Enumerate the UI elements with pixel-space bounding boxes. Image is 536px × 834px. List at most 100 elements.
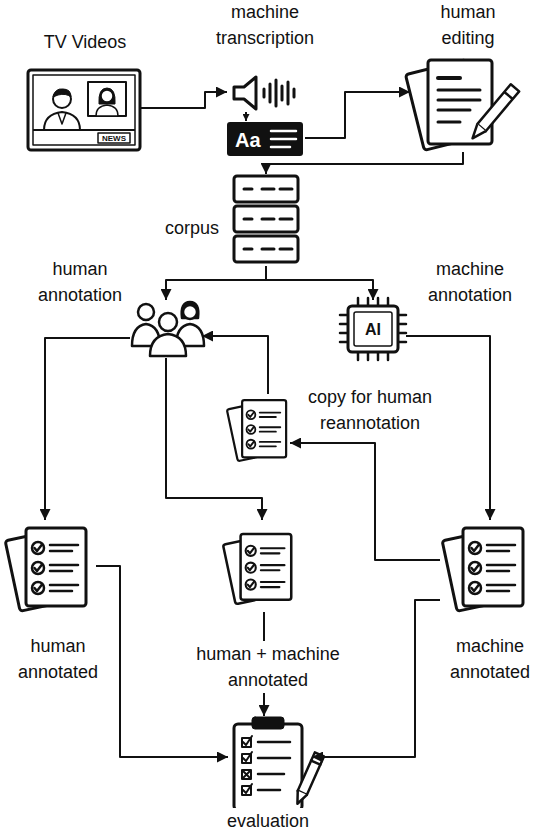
speaker-icon (293, 89, 296, 97)
node-label: machine annotated (440, 633, 536, 685)
node-label: human + machine annotated (188, 641, 348, 693)
speaker-icon (269, 84, 272, 102)
flow-arrow (290, 443, 440, 560)
server-icon (280, 188, 292, 191)
ai-chip-icon (340, 298, 406, 360)
server-icon (234, 206, 298, 232)
clipboard-icon (258, 757, 290, 760)
node-label: human annotated (8, 633, 108, 685)
icon-node: machine annotated (440, 520, 532, 612)
clipboard-icon (293, 791, 307, 806)
tv-illustration (98, 133, 130, 143)
editing-icon (468, 124, 485, 142)
speaker-icon (275, 80, 278, 106)
editing-icon (504, 92, 512, 99)
text-icon (227, 122, 303, 156)
server-icon (234, 176, 298, 262)
editing-icon (477, 84, 519, 131)
server-icon (262, 218, 274, 221)
icon-label: Aa (235, 130, 261, 150)
speaker-icon (234, 77, 256, 109)
flow-arrow (202, 336, 268, 394)
people-icon (182, 302, 199, 318)
text-icon (227, 122, 303, 156)
node-label: human editing (428, 0, 508, 51)
server-icon (244, 188, 252, 191)
text-icon (271, 130, 296, 133)
clipboard-icon (242, 736, 290, 795)
document-stack-icon (442, 528, 523, 611)
speaker-icon (263, 89, 266, 97)
flow-arrow (166, 358, 262, 520)
editing-icon (468, 84, 519, 142)
clipboard-icon (234, 724, 302, 810)
tv-illustration (99, 88, 115, 104)
ai-chip-icon (348, 306, 398, 352)
speaker-icon (281, 86, 284, 100)
tv-illustration (96, 105, 118, 116)
tv-illustration (33, 129, 135, 131)
clipboard-icon (298, 752, 324, 794)
editing-icon (438, 109, 470, 112)
icon-node: human + machine annotated (222, 520, 298, 612)
document-stack-icon (227, 400, 286, 461)
people-icon (159, 313, 177, 331)
people-icon (150, 334, 186, 356)
flow-arrow (166, 266, 266, 300)
editing-icon (438, 89, 480, 92)
editing-icon (405, 60, 519, 151)
text-icon (271, 146, 290, 149)
icon-node: human editing (410, 56, 518, 152)
clipboard-icon (252, 717, 284, 729)
ai-chip-icon (354, 312, 392, 346)
node-label: copy for human reannotation (300, 384, 440, 436)
clipboard-icon (258, 789, 280, 792)
server-icon (262, 248, 274, 251)
document-stack-icon (223, 534, 291, 604)
tv-illustration (44, 112, 80, 130)
text-icon (271, 131, 296, 147)
icon-node: human annotated (2, 520, 96, 612)
icon-label: NEWS (102, 135, 126, 143)
server-icon (262, 188, 274, 191)
speaker-icon (234, 77, 294, 109)
internal-arrow (245, 112, 247, 121)
clipboard-icon (243, 752, 252, 761)
server-icon (280, 218, 292, 221)
clipboard-icon (293, 752, 324, 805)
flow-arrow (45, 338, 130, 520)
clipboard-icon (234, 717, 324, 810)
clipboard-icon (243, 784, 252, 793)
editing-icon (428, 60, 492, 144)
flow-arrow (305, 92, 410, 138)
tv-illustration (33, 75, 135, 145)
editing-icon (438, 76, 460, 80)
flow-arrow (266, 266, 373, 300)
editing-icon (438, 78, 480, 122)
clipboard-icon (311, 761, 320, 765)
icon-node: human annotation (130, 300, 202, 358)
tv-illustration (53, 89, 71, 97)
server-icon (280, 248, 292, 251)
clipboard-icon (258, 773, 284, 776)
tv-illustration (88, 82, 126, 116)
text-icon (271, 138, 296, 141)
node-label: corpus (152, 215, 232, 241)
speaker-icon (287, 82, 290, 104)
icon-label: AI (365, 322, 381, 338)
people-icon (183, 305, 197, 319)
clipboard-icon (242, 770, 251, 779)
flow-arrow (266, 152, 463, 174)
server-icon (244, 218, 252, 221)
server-icon (234, 176, 298, 202)
tv-illustration (58, 113, 66, 124)
node-label: machine annotation (420, 256, 520, 308)
document-stack-icon (5, 528, 86, 611)
clipboard-icon (243, 736, 252, 745)
server-icon (244, 248, 252, 251)
people-icon (138, 304, 154, 320)
tv-illustration (28, 70, 140, 150)
